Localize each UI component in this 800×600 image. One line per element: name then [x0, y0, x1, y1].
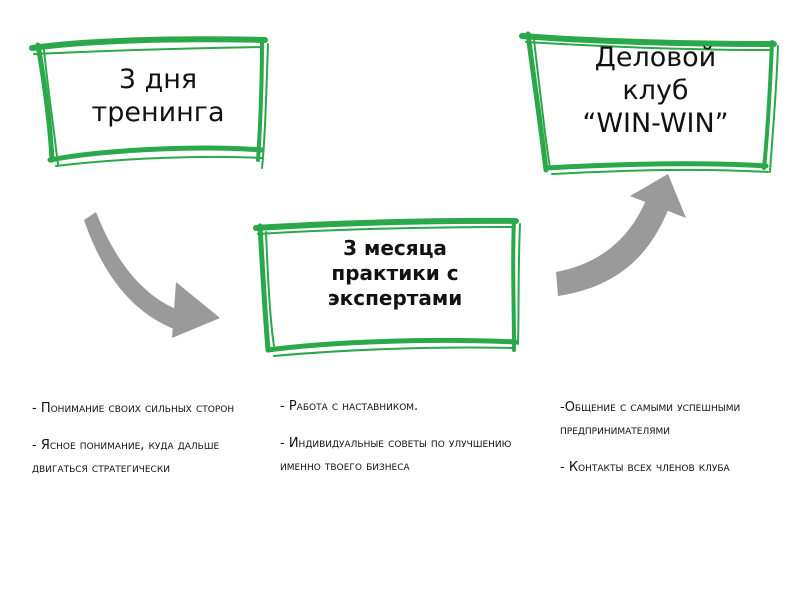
detail-item: - Ясное понимание, куда дальше двигаться…	[32, 437, 220, 476]
arrow-practice-to-club	[556, 174, 686, 296]
stage-title-club: Деловой клуб “WIN-WIN”	[582, 42, 729, 139]
arrow-training-to-practice	[84, 212, 220, 338]
detail-item: - Понимание своих сильных сторон	[32, 401, 235, 416]
detail-item: - Контакты всех членов клуба	[560, 459, 730, 475]
stage-title-training: 3 дня тренинга	[91, 64, 225, 128]
training-details: - Понимание своих сильных сторон - Ясное…	[32, 398, 262, 494]
detail-item: - Работа с наставником.	[280, 399, 419, 414]
stage-frame-training	[29, 36, 269, 169]
detail-item: -Общение с самыми успешными предпринимат…	[560, 400, 741, 438]
stage-title-practice: 3 месяца практики с экспертами	[327, 236, 463, 310]
stage-frame-club	[519, 31, 779, 175]
stage-frame-practice	[253, 217, 521, 357]
detail-item: - Индивидуальные советы по улучшению име…	[280, 435, 512, 474]
practice-details: - Работа с наставником. - Индивидуальные…	[280, 396, 520, 492]
club-details: -Общение с самыми успешными предпринимат…	[560, 397, 760, 493]
